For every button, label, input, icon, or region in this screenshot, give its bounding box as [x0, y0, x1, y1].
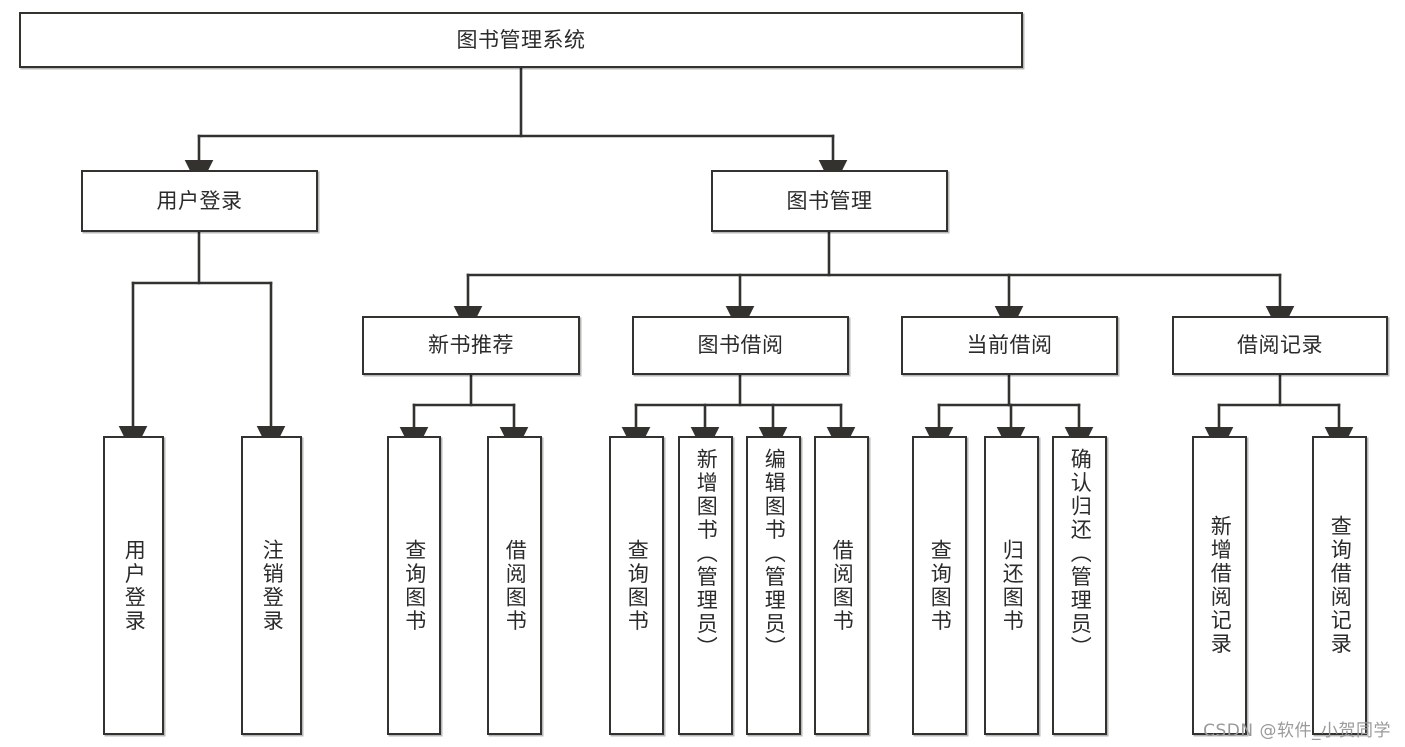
leaf-add-book[interactable]: 新增图书（管理员）	[678, 436, 733, 735]
leaf-query-book-1[interactable]: 查询图书	[387, 436, 441, 735]
leaf-confirm-return[interactable]: 确认归还（管理员）	[1052, 436, 1107, 735]
node-borrow-record-label: 借阅记录	[1237, 333, 1323, 358]
leaf-borrow-book-2-label: 借阅图书	[830, 538, 855, 633]
leaf-borrow-book-1-label: 借阅图书	[503, 538, 528, 633]
node-current-borrow[interactable]: 当前借阅	[901, 316, 1118, 375]
leaf-user-login-label: 用户登录	[122, 538, 147, 633]
leaf-add-record[interactable]: 新增借阅记录	[1192, 436, 1247, 735]
node-new-book-rec-label: 新书推荐	[428, 333, 514, 358]
leaf-logout[interactable]: 注销登录	[241, 436, 302, 735]
node-user-login[interactable]: 用户登录	[81, 170, 318, 232]
leaf-add-record-label: 新增借阅记录	[1208, 515, 1233, 656]
node-root[interactable]: 图书管理系统	[19, 12, 1023, 68]
leaf-query-book-3[interactable]: 查询图书	[912, 436, 967, 735]
leaf-return-book[interactable]: 归还图书	[984, 436, 1039, 735]
node-book-manage-label: 图书管理	[786, 188, 873, 213]
leaf-edit-book[interactable]: 编辑图书（管理员）	[746, 436, 801, 735]
leaf-edit-book-label: 编辑图书（管理员）	[762, 448, 787, 660]
leaf-query-book-1-label: 查询图书	[402, 538, 427, 633]
leaf-query-book-3-label: 查询图书	[928, 538, 953, 633]
node-book-manage[interactable]: 图书管理	[711, 170, 948, 232]
node-current-borrow-label: 当前借阅	[966, 333, 1053, 358]
leaf-borrow-book-2[interactable]: 借阅图书	[814, 436, 869, 735]
leaf-query-record[interactable]: 查询借阅记录	[1312, 436, 1367, 735]
leaf-user-login[interactable]: 用户登录	[103, 436, 164, 735]
node-book-borrow[interactable]: 图书借阅	[632, 316, 849, 375]
node-user-login-label: 用户登录	[156, 188, 243, 213]
leaf-add-book-label: 新增图书（管理员）	[694, 448, 719, 660]
leaf-query-book-2-label: 查询图书	[625, 538, 650, 633]
csdn-watermark: CSDN @软件_小贺同学	[1203, 721, 1391, 741]
leaf-query-book-2[interactable]: 查询图书	[609, 436, 664, 735]
leaf-query-record-label: 查询借阅记录	[1328, 515, 1353, 656]
leaf-borrow-book-1[interactable]: 借阅图书	[487, 436, 542, 735]
leaf-logout-label: 注销登录	[260, 538, 285, 633]
node-new-book-rec[interactable]: 新书推荐	[362, 316, 580, 375]
leaf-return-book-label: 归还图书	[1000, 538, 1025, 633]
node-borrow-record[interactable]: 借阅记录	[1172, 316, 1388, 375]
node-book-borrow-label: 图书借阅	[697, 333, 784, 358]
leaf-confirm-return-label: 确认归还（管理员）	[1068, 448, 1093, 660]
node-root-label: 图书管理系统	[456, 27, 586, 52]
